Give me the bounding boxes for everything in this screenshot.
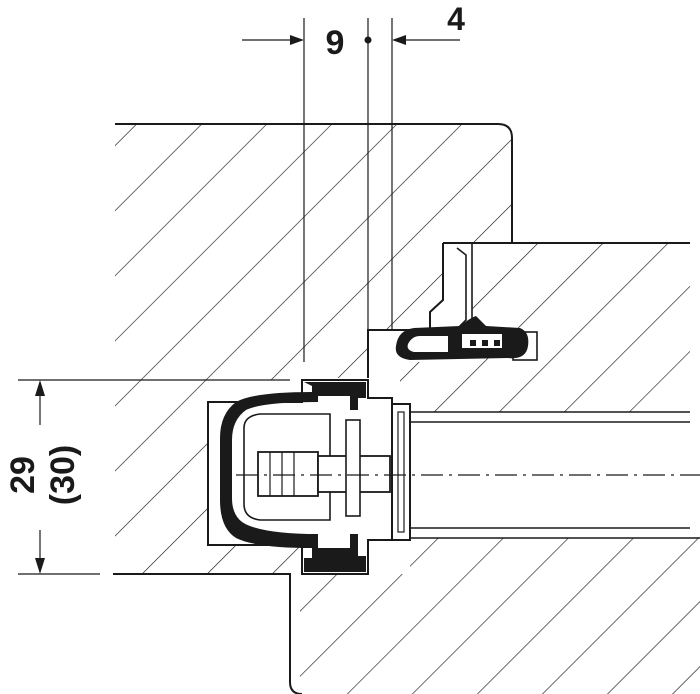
door-section bbox=[300, 242, 700, 694]
frame-section bbox=[115, 123, 513, 380]
dimension-9-label: 9 bbox=[326, 24, 345, 62]
frame-outline bbox=[115, 123, 513, 243]
hinge-housing bbox=[207, 379, 411, 575]
frame-step-inner bbox=[455, 247, 467, 331]
frame-step-outline bbox=[367, 243, 444, 378]
vertical-dimension-labels: 29 (30) bbox=[4, 445, 82, 505]
dimension-30-label: (30) bbox=[44, 445, 82, 505]
dimension-4-label: 4 bbox=[447, 1, 465, 37]
top-dimension bbox=[242, 18, 460, 362]
door-hatch-lower bbox=[300, 538, 700, 694]
dimension-29-label: 29 bbox=[4, 456, 42, 494]
left-dimension bbox=[18, 379, 290, 575]
lower-frame-outline bbox=[113, 573, 303, 694]
seal-profile bbox=[395, 316, 538, 361]
frame-hatch bbox=[115, 124, 512, 380]
